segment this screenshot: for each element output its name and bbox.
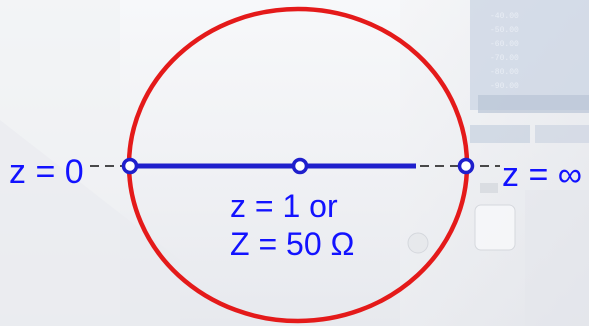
point-z-infinity [460, 160, 473, 173]
point-z-one [294, 160, 307, 173]
label-z-one: z = 1 or [230, 190, 338, 222]
label-z-infinity: z = ∞ [502, 158, 582, 192]
point-z-zero [124, 160, 137, 173]
label-z-zero: z = 0 [9, 155, 84, 189]
label-z-fifty-ohm: Z = 50 Ω [230, 228, 354, 260]
